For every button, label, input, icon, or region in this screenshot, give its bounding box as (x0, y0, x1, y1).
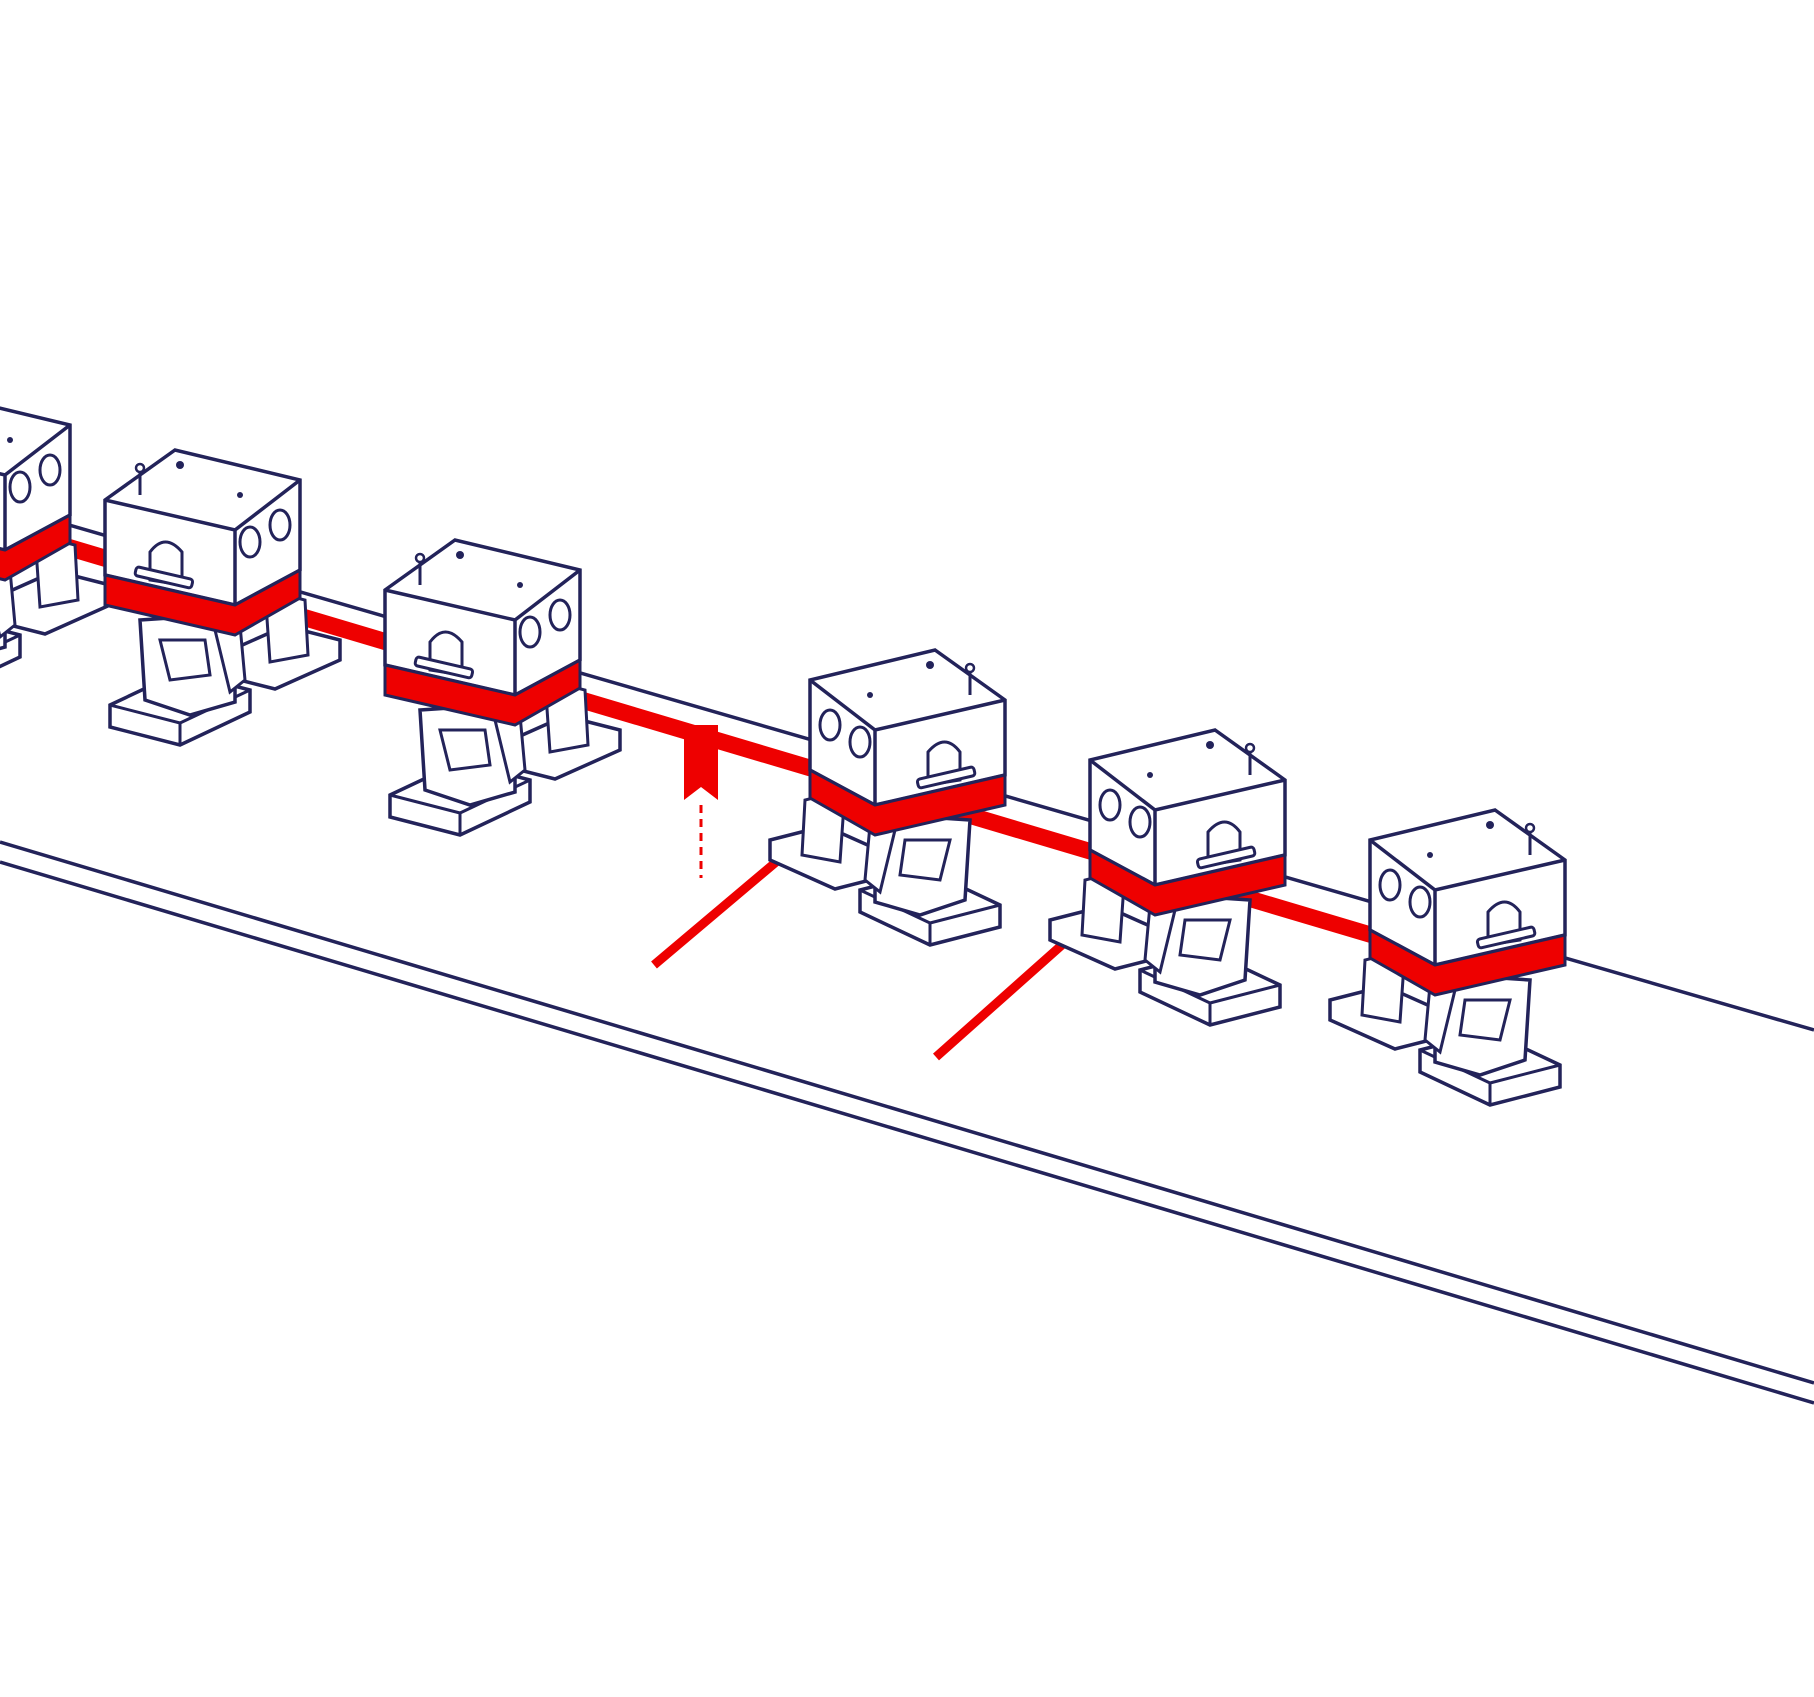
arrow-notch (684, 770, 718, 800)
robot-4 (770, 650, 1005, 945)
track-edge-inner (0, 860, 1814, 1405)
robot-3 (383, 538, 622, 837)
robot-6 (1330, 810, 1565, 1105)
robot-5 (1050, 730, 1285, 1025)
robot-1 (0, 393, 112, 692)
track-edge-outer (0, 840, 1814, 1385)
insertion-marker (684, 725, 718, 878)
robot-2 (103, 448, 342, 747)
